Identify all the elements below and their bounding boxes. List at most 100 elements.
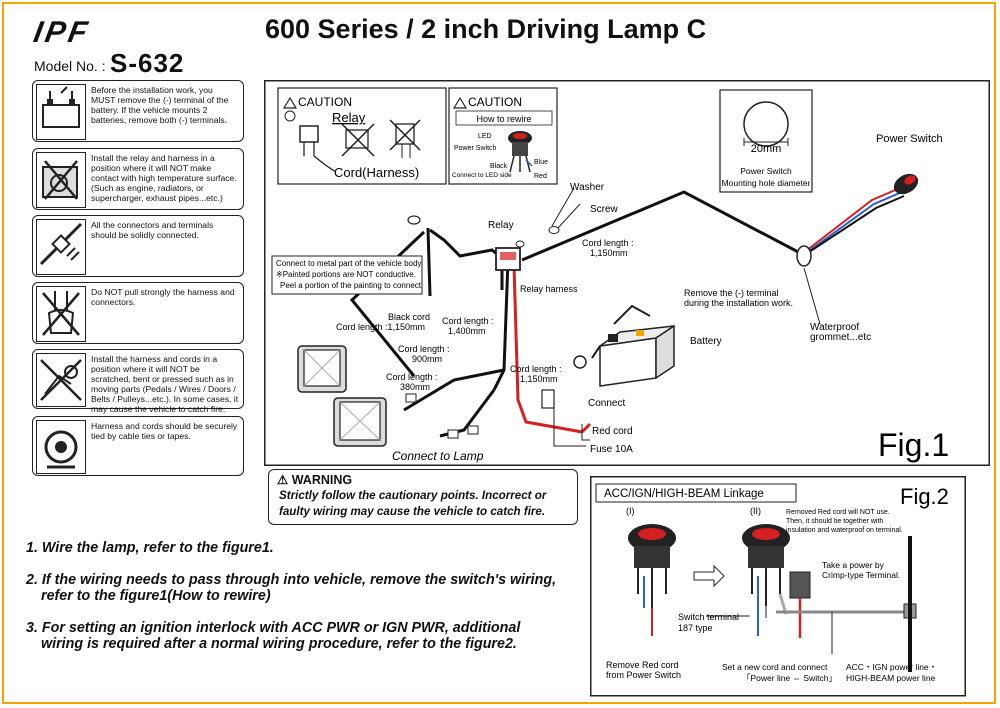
ground-washer xyxy=(407,215,421,225)
new-cord2: 「Power line ⇔ Switch」 xyxy=(742,673,837,683)
lamp-connector xyxy=(467,425,479,435)
caution2-black: Black xyxy=(490,163,508,170)
label-relay: Relay xyxy=(488,220,514,231)
red-note1: Removed Red cord will NOT use. xyxy=(786,509,890,516)
caution1-relay: Relay xyxy=(332,110,366,125)
caution1-cord: Cord(Harness) xyxy=(334,165,419,180)
note-pull: Do NOT pull strongly the harness and con… xyxy=(32,282,244,344)
battery xyxy=(599,304,675,387)
ground-wire xyxy=(426,227,432,297)
caution2-red: Red xyxy=(534,173,547,180)
label-waterproof1: Waterproof xyxy=(810,322,859,333)
lamp-2 xyxy=(333,397,387,447)
red-cord-wire xyxy=(512,265,583,434)
caution2-head: CAUTION xyxy=(468,95,522,109)
label-black-cord: Black cord xyxy=(388,312,430,322)
model-number: S-632 xyxy=(110,48,185,78)
metal-note1: Connect to metal part of the vehicle bod… xyxy=(276,259,423,268)
red-note3: insulation and waterproof on terminal. xyxy=(786,527,903,534)
switch-terminal1: Switch terminal xyxy=(678,612,739,622)
warning-head-text: WARNING xyxy=(291,473,353,487)
remove-red1: Remove Red cord xyxy=(606,660,679,670)
label-remove-terminal2: during the installation work. xyxy=(684,298,793,308)
step-1: 1. Wire the lamp, refer to the figure1. xyxy=(26,540,274,556)
step-2: 2. If the wiring needs to pass through i… xyxy=(26,572,556,604)
battery-terminal-icon xyxy=(36,84,86,140)
lamp-connector xyxy=(405,393,417,403)
label-cord-red: Cord length : xyxy=(510,364,562,374)
step-3: 3. For setting an ignition interlock wit… xyxy=(26,620,520,652)
note-connectors: All the connectors and terminals should … xyxy=(32,215,244,277)
step-3-text-line2: wiring is required after a normal wiring… xyxy=(41,636,517,652)
step-2-text-line2: refer to the figure1(How to rewire) xyxy=(41,588,271,604)
caution-rewire-box: CAUTION How to rewire LED Power Switch B… xyxy=(448,87,558,185)
switch-terminal2: 187 type xyxy=(678,623,713,633)
fig2-step2: (II) xyxy=(750,506,761,516)
engine-heat-icon xyxy=(36,152,86,208)
fig2-step1: (I) xyxy=(626,506,635,516)
label-waterproof2: grommet...etc xyxy=(810,332,871,343)
caution2-led: LED xyxy=(478,133,492,140)
cable-tie-icon xyxy=(36,420,86,474)
note-text: All the connectors and terminals should … xyxy=(91,220,214,240)
label-cord-1400: Cord length : xyxy=(442,316,494,326)
label-fuse: Fuse 10A xyxy=(590,444,633,455)
label-cord-900-val: 900mm xyxy=(412,354,442,364)
label-cord-1400-val: 1,400mm xyxy=(448,326,486,336)
power-note1: Take a power by xyxy=(822,560,885,570)
label-cord-top-val: 1,150mm xyxy=(590,248,628,258)
label-cord-black: Cord length :1,150mm xyxy=(336,322,425,332)
lamp-1 xyxy=(297,345,347,393)
switch-i xyxy=(628,524,676,636)
hole-diameter-box: 20mm Power Switch Mounting hole diameter xyxy=(719,89,813,193)
label-cord-900: Cord length : xyxy=(398,344,450,354)
fig2-label: Fig.2 xyxy=(900,484,949,509)
label-cord-380-val: 380mm xyxy=(400,382,430,392)
metal-note2: ※Painted portions are NOT conductive. xyxy=(276,270,416,279)
note-heat: Install the relay and harness in a posit… xyxy=(32,148,244,210)
note-tie: Harness and cords should be securely tie… xyxy=(32,416,244,476)
note-text: Install the relay and harness in a posit… xyxy=(91,153,237,203)
caution-relay-box: CAUTION Relay Cord(Harness) xyxy=(277,87,447,185)
step-1-text: 1. Wire the lamp, refer to the figure1. xyxy=(26,540,274,556)
metal-note3: Peel a portion of the painting to connec… xyxy=(280,281,423,290)
label-screw: Screw xyxy=(590,204,619,215)
red-cord-tie xyxy=(789,571,811,599)
warning-body: Strictly follow the cautionary points. I… xyxy=(279,489,547,518)
relay-washer xyxy=(515,240,525,248)
label-connect: Connect xyxy=(588,398,625,409)
washer xyxy=(548,226,560,234)
fig2-diagram: ACC/IGN/HIGH-BEAM Linkage Fig.2 (I) (II)… xyxy=(590,476,966,697)
page-title: 600 Series / 2 inch Driving Lamp C xyxy=(265,14,707,44)
red-note2: Then, it should tie together with xyxy=(786,518,883,525)
lamp-connector xyxy=(447,429,459,439)
connector-icon xyxy=(36,219,86,275)
label-washer: Washer xyxy=(570,182,605,193)
note-text: Harness and cords should be securely tie… xyxy=(91,421,238,441)
label-relay-harness: Relay harness xyxy=(520,284,578,294)
note-moving-parts: Install the harness and cords in a posit… xyxy=(32,349,244,414)
caution2-power-switch: Power Switch xyxy=(454,145,497,152)
label-cord-red-val: 1,150mm xyxy=(520,374,558,384)
switch-ii xyxy=(742,524,790,636)
model-label: Model No. : xyxy=(34,58,106,74)
new-cord1: Set a new cord and connect xyxy=(722,662,828,672)
hole-size: 20mm xyxy=(751,143,782,155)
label-connect-lamp: Connect to Lamp xyxy=(392,449,484,463)
lamp-cord-900 xyxy=(423,368,505,400)
metal-note-box xyxy=(271,255,423,295)
step-3-text: 3. For setting an ignition interlock wit… xyxy=(26,620,521,636)
fig1-diagram: CAUTION Relay Cord(Harness) CAUTION How … xyxy=(264,80,990,466)
note-battery: Before the installation work, you MUST r… xyxy=(32,80,244,142)
acc-line2: HIGH-BEAM power line xyxy=(846,673,936,683)
note-text: Before the installation work, you MUST r… xyxy=(91,85,229,125)
step-2-text: 2. If the wiring needs to pass through i… xyxy=(26,572,557,588)
note-text: Install the harness and cords in a posit… xyxy=(91,354,239,414)
remove-red2: from Power Switch xyxy=(606,670,681,680)
hole-line2: Mounting hole diameter xyxy=(722,178,811,188)
no-pull-icon xyxy=(36,286,86,342)
warning-head: ⚠ WARNING xyxy=(277,473,353,487)
waterproof-grommet xyxy=(796,245,812,267)
label-red-cord: Red cord xyxy=(592,426,633,437)
caution2-how: How to rewire xyxy=(476,114,531,124)
